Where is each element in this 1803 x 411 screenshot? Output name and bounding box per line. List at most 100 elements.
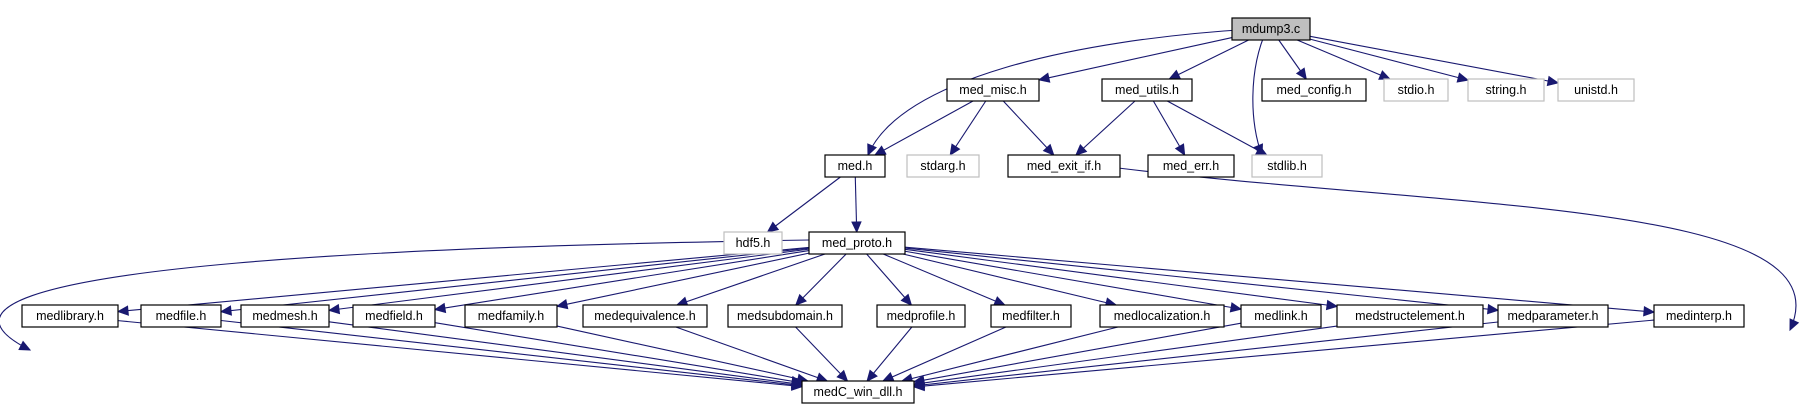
edge-line	[434, 250, 810, 311]
edge-line	[949, 100, 987, 156]
edge-line	[1038, 37, 1233, 81]
node-label: stdlib.h	[1267, 159, 1307, 173]
edge-line	[913, 322, 1242, 383]
node-box	[808, 231, 906, 255]
edge-line	[1169, 39, 1249, 80]
edge-med_proto-to-medlink	[904, 250, 1243, 313]
node-label: med_config.h	[1276, 83, 1351, 97]
arrow-head	[851, 221, 862, 234]
arrow-head	[1037, 72, 1051, 83]
node-medfile[interactable]: medfile.h	[140, 304, 222, 328]
arrow-head	[993, 296, 1006, 306]
node-stdarg: stdarg.h	[906, 154, 980, 178]
edge-line	[117, 246, 810, 313]
arrow-head	[555, 298, 569, 310]
arrow-head	[900, 293, 913, 306]
node-box	[1147, 154, 1235, 178]
node-medfilter[interactable]: medfilter.h	[990, 304, 1072, 328]
node-label: medsubdomain.h	[737, 309, 833, 323]
node-mdump3[interactable]: mdump3.c	[1231, 17, 1311, 41]
node-medinterp[interactable]: medinterp.h	[1653, 304, 1745, 328]
node-medfamily[interactable]: medfamily.h	[464, 304, 558, 328]
edge-line	[1309, 35, 1559, 84]
arrow-head	[18, 340, 32, 351]
edge-line	[556, 252, 810, 307]
edge-mdump3-to-med_utils	[1168, 39, 1249, 80]
node-unistd: unistd.h	[1557, 78, 1635, 102]
edge-line	[882, 326, 1007, 382]
edge-line	[1075, 100, 1136, 156]
node-string: string.h	[1467, 78, 1545, 102]
node-stdio: stdio.h	[1383, 78, 1449, 102]
edge-mdump3-to-med_config	[1278, 39, 1307, 80]
node-label: medfilter.h	[1002, 309, 1060, 323]
node-medC-win-dll[interactable]: medC_win_dll.h	[801, 380, 915, 404]
edge-med_proto-to-medstructelement	[904, 248, 1339, 311]
edge-line	[866, 253, 912, 306]
node-med-utils[interactable]: med_utils.h	[1101, 78, 1193, 102]
node-medparameter[interactable]: medparameter.h	[1497, 304, 1609, 328]
node-label: hdf5.h	[736, 236, 771, 250]
arrow-head	[1643, 305, 1656, 317]
node-med-proto[interactable]: med_proto.h	[808, 231, 906, 255]
arrow-head	[1295, 67, 1307, 80]
arrow-head	[794, 293, 807, 306]
edge-line	[767, 176, 841, 233]
node-label: medstructelement.h	[1355, 309, 1465, 323]
node-med-exit-if[interactable]: med_exit_if.h	[1007, 154, 1121, 178]
node-box	[801, 380, 915, 404]
edge-line	[866, 326, 913, 382]
arrow-head	[1546, 75, 1560, 87]
node-label: stdio.h	[1398, 83, 1435, 97]
node-med-misc[interactable]: med_misc.h	[946, 78, 1040, 102]
edge-med_utils-to-med_err	[1152, 100, 1186, 157]
node-medstructelement[interactable]: medstructelement.h	[1336, 304, 1484, 328]
edge-line	[676, 253, 826, 306]
node-med-err[interactable]: med_err.h	[1147, 154, 1235, 178]
arrow-head	[1789, 318, 1800, 332]
arrow-head	[1168, 69, 1182, 80]
node-label: medfile.h	[156, 309, 207, 323]
edge-mdump3-to-unistd	[1309, 35, 1560, 87]
node-label: med_err.h	[1163, 159, 1219, 173]
node-box	[946, 78, 1040, 102]
edge-line	[874, 100, 974, 156]
node-medequivalence[interactable]: medequivalence.h	[582, 304, 708, 328]
node-med-config[interactable]: med_config.h	[1261, 78, 1367, 102]
node-medlocalization[interactable]: medlocalization.h	[1099, 304, 1225, 328]
edge-line	[913, 319, 1655, 388]
node-medlink[interactable]: medlink.h	[1240, 304, 1322, 328]
edge-line	[1296, 39, 1391, 80]
node-label: medC_win_dll.h	[814, 385, 903, 399]
edge-line	[1002, 100, 1055, 156]
node-label: med_exit_if.h	[1027, 159, 1101, 173]
node-medsubdomain[interactable]: medsubdomain.h	[727, 304, 843, 328]
node-hdf5: hdf5.h	[723, 231, 783, 255]
edge-line	[1166, 100, 1268, 156]
node-box	[21, 304, 119, 328]
node-medmesh[interactable]: medmesh.h	[240, 304, 330, 328]
edge-line	[904, 250, 1242, 310]
node-label: unistd.h	[1574, 83, 1618, 97]
edges-layer	[0, 28, 1800, 392]
arrow-head	[1487, 303, 1500, 315]
edge-med_proto-to-medinterp	[904, 246, 1656, 317]
node-box	[1497, 304, 1609, 328]
arrow-head	[1174, 143, 1186, 157]
arrow-head	[219, 305, 233, 316]
node-medfield[interactable]: medfield.h	[352, 304, 436, 328]
edge-med_proto-to-medfamily	[555, 252, 810, 310]
edge-line	[1252, 28, 1268, 156]
edge-med_proto-to-medparameter	[904, 247, 1500, 315]
node-label: medlink.h	[1254, 309, 1308, 323]
node-medprofile[interactable]: medprofile.h	[876, 304, 966, 328]
node-box	[824, 154, 886, 178]
arrow-head	[1042, 143, 1055, 156]
node-label: medmesh.h	[252, 309, 317, 323]
node-med[interactable]: med.h	[824, 154, 886, 178]
node-medlibrary[interactable]: medlibrary.h	[21, 304, 119, 328]
node-label: medparameter.h	[1507, 309, 1598, 323]
node-box	[1251, 154, 1323, 178]
edge-med_proto-to-medfield	[433, 250, 810, 314]
edge-line	[1309, 38, 1469, 81]
